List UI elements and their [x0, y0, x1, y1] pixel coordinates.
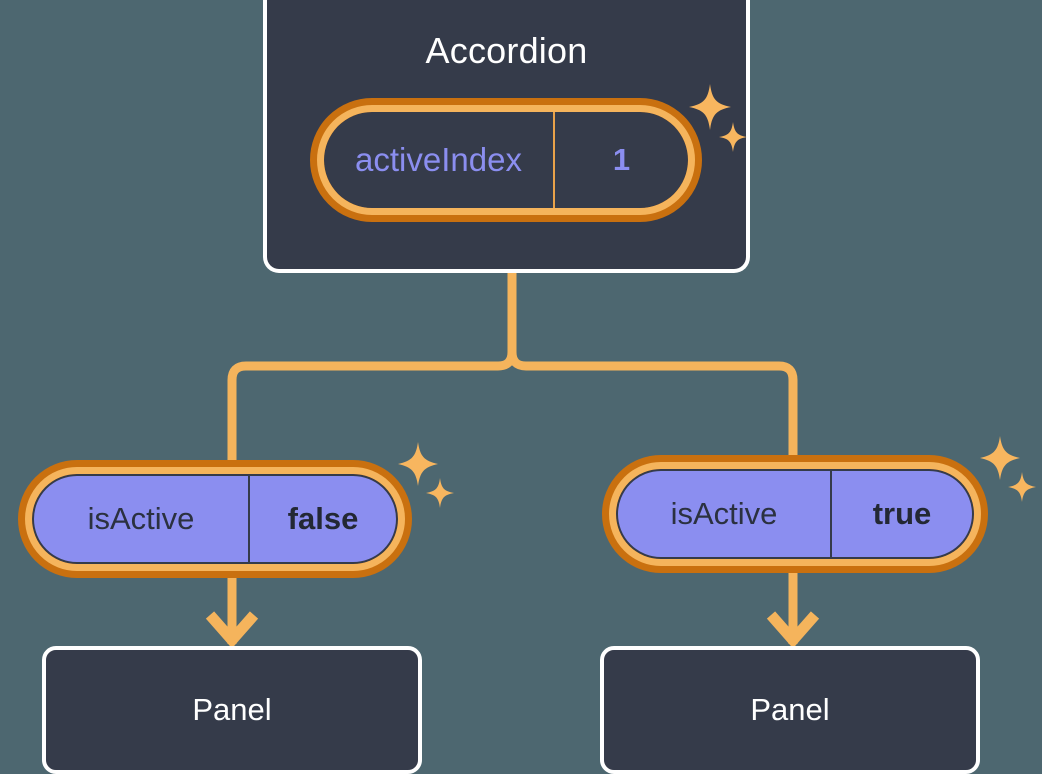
state-key-label: activeIndex — [355, 141, 522, 178]
connector-left-branch — [227, 273, 517, 460]
panel-label: Panel — [750, 692, 830, 727]
arrowhead-left-icon — [205, 611, 259, 649]
panel-box-right[interactable]: Panel — [600, 646, 980, 774]
state-pill-core: activeIndex 1 — [324, 112, 688, 208]
state-key-label: isActive — [87, 501, 195, 536]
state-value-label: true — [830, 471, 972, 557]
panel-label: Panel — [192, 692, 272, 727]
state-value-label: 1 — [553, 112, 688, 208]
state-pill-inner-ring: isActive false — [25, 467, 405, 571]
arrowhead-right-icon — [766, 611, 820, 649]
state-pill-inner-ring: activeIndex 1 — [317, 105, 695, 215]
panel-box-left[interactable]: Panel — [42, 646, 422, 774]
state-pill-is-active-false[interactable]: isActive false — [18, 460, 412, 578]
connector-right-branch — [507, 273, 798, 455]
state-key-label: isActive — [670, 496, 778, 531]
state-pill-active-index[interactable]: activeIndex 1 — [310, 98, 702, 222]
state-pill-core: isActive false — [32, 474, 398, 564]
sparkle-icon — [978, 436, 1036, 508]
state-value-label: false — [248, 476, 396, 562]
state-pill-inner-ring: isActive true — [609, 462, 981, 566]
state-pill-is-active-true[interactable]: isActive true — [602, 455, 988, 573]
accordion-title: Accordion — [425, 30, 588, 71]
state-pill-core: isActive true — [616, 469, 974, 559]
